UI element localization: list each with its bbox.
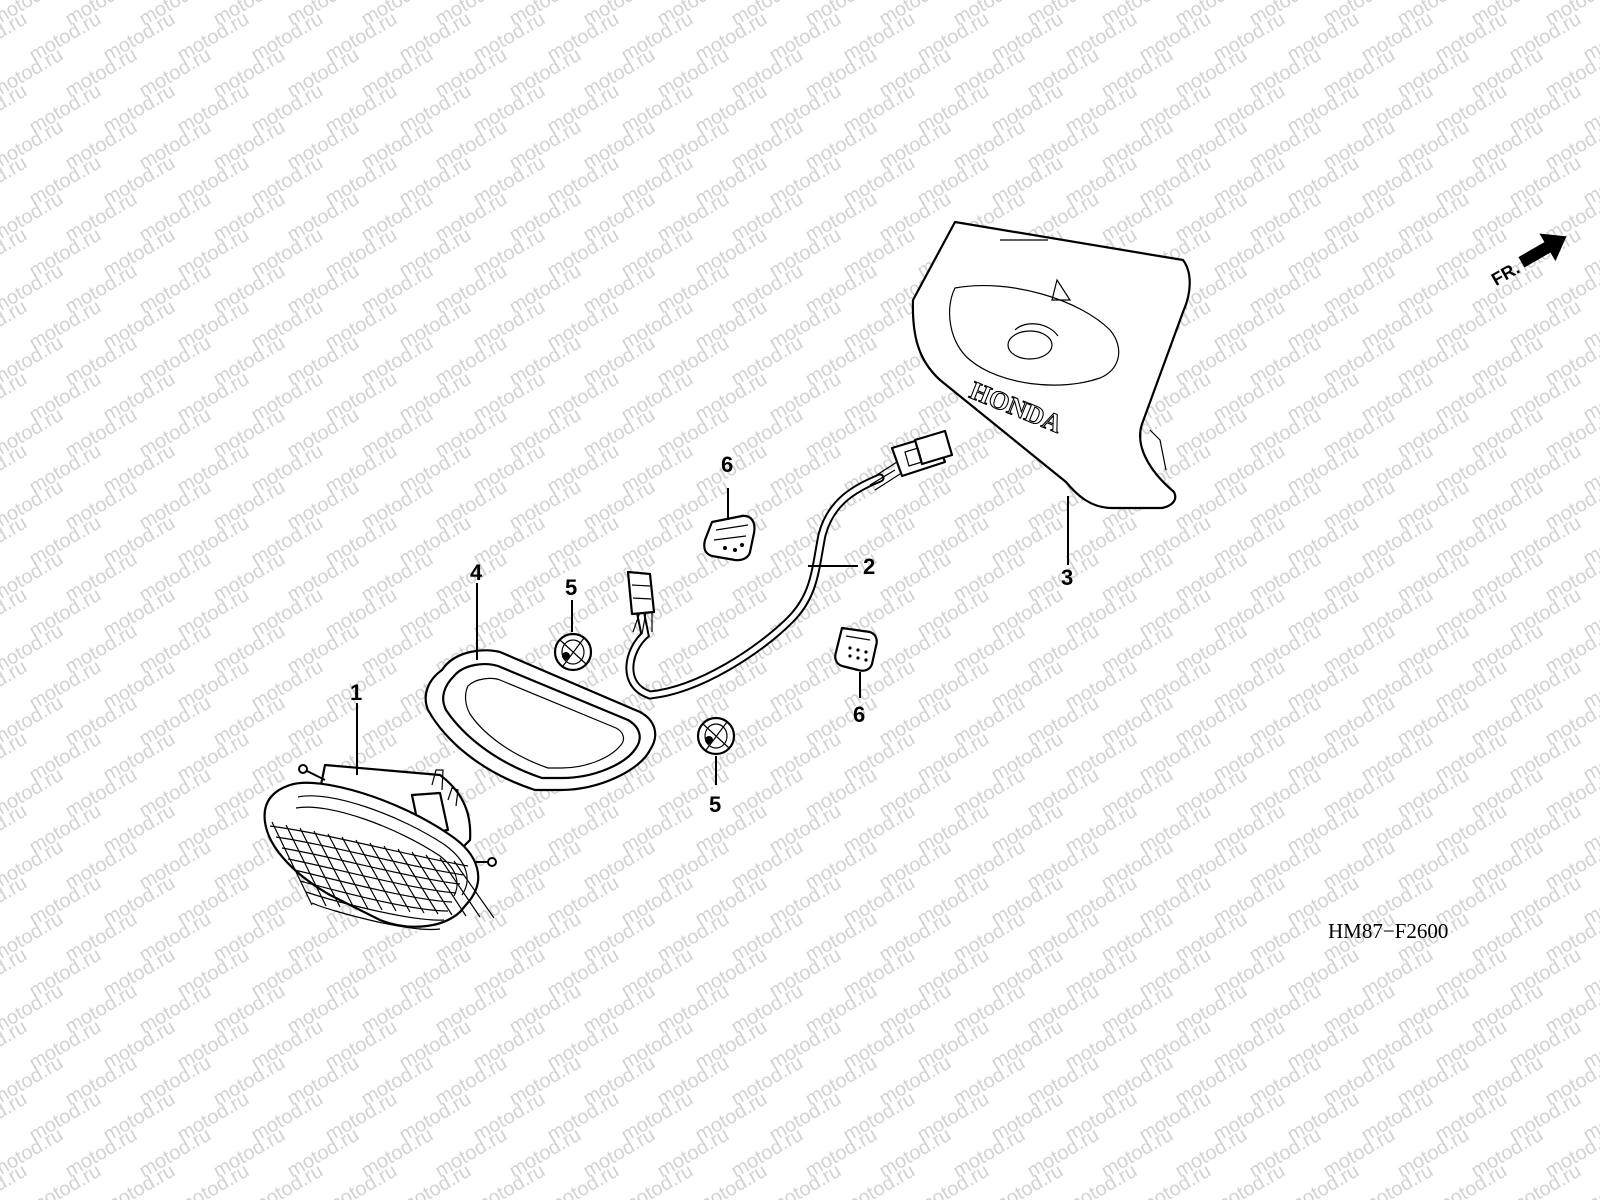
lens-grid-line: [397, 848, 439, 915]
watermark-text: motod.ru: [0, 1016, 31, 1075]
lens-grid-line: [311, 902, 441, 931]
part-clip-upper[interactable]: [703, 514, 756, 562]
callout-3: 3: [1061, 565, 1073, 590]
lens-grid-line: [299, 880, 449, 912]
lens-grid-line: [281, 847, 461, 885]
lens-grid-line: [425, 854, 467, 917]
callout-labels: 1 2 3 4 5 5 6 6: [350, 452, 1073, 817]
callout-5-lower: 5: [709, 792, 721, 817]
lens-grid-line: [271, 821, 313, 906]
lens-grid-line: [285, 824, 327, 907]
part-rear-cover[interactable]: HONDA: [911, 220, 1191, 510]
part-gasket[interactable]: [424, 649, 657, 792]
watermark-text: motod.ru: [0, 80, 31, 139]
watermark-text: motod.ru: [0, 872, 31, 931]
lens-grid-line: [269, 825, 469, 867]
watermark-text: motod.ru: [0, 728, 31, 787]
watermark-text: motod.ru: [0, 944, 31, 1003]
callout-1: 1: [350, 680, 362, 705]
watermark-text: motod.ru: [0, 512, 31, 571]
part-clip-lower[interactable]: [834, 626, 878, 672]
lens-grid-line: [383, 845, 425, 914]
callout-4: 4: [470, 560, 483, 585]
diagram-code: HM87−F2600: [1328, 919, 1448, 943]
callout-6-lower: 6: [853, 702, 865, 727]
part-grommet-lower[interactable]: [696, 716, 736, 756]
lens-grid-line: [299, 827, 341, 908]
part-wire-harness[interactable]: [625, 429, 954, 700]
watermark-text: motod.ru: [0, 440, 31, 499]
front-arrow-icon: [1518, 233, 1567, 268]
watermark-text: motod.ru: [0, 224, 31, 283]
watermark-text: motod.ru: [0, 1088, 31, 1147]
lens-grid-line: [453, 860, 495, 919]
callout-2: 2: [863, 554, 875, 579]
lens-grid-line: [275, 836, 465, 876]
part-tail-light[interactable]: [263, 763, 497, 931]
watermark-text: motod.ru: [0, 800, 31, 859]
watermark-text: motod.ru: [0, 296, 31, 355]
callout-5-upper: 5: [565, 575, 577, 600]
part-grommet-upper[interactable]: [553, 632, 593, 672]
watermark-text: motod.ru: [0, 152, 31, 211]
leader-lines: [356, 488, 1069, 785]
lens-grid-line: [293, 869, 453, 903]
lens-grid-line: [305, 891, 445, 921]
tail-light-lens-grid: [269, 821, 495, 931]
lens-grid-line: [341, 836, 383, 911]
watermark-text: motod.ru: [0, 584, 31, 643]
lens-grid-line: [355, 839, 397, 912]
lens-grid-line: [411, 851, 453, 916]
watermark-text: motod.ru: [0, 8, 31, 67]
watermark-text: motod.ru: [0, 368, 31, 427]
lens-grid-line: [369, 842, 411, 913]
callout-6-upper: 6: [721, 452, 733, 477]
lens-grid-line: [287, 858, 457, 894]
lens-grid-line: [439, 857, 481, 918]
watermark-text: motod.ru: [0, 656, 31, 715]
